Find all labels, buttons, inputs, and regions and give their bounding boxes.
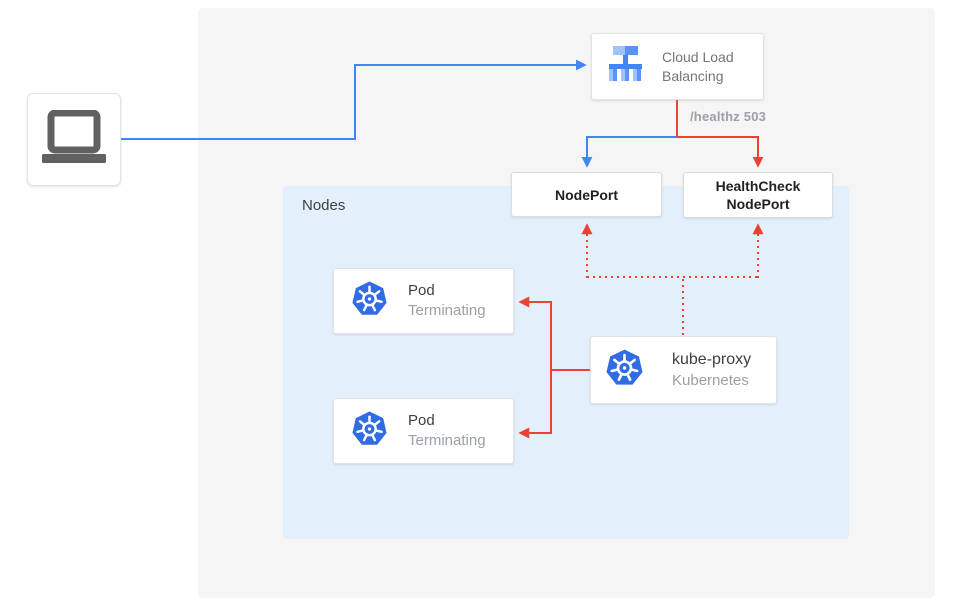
nodeport-box: NodePort (511, 172, 662, 217)
laptop-icon (42, 109, 106, 169)
kube-proxy-subtitle: Kubernetes (672, 372, 749, 389)
pod-title: Pod (408, 412, 435, 429)
pod-title: Pod (408, 282, 435, 299)
pod-text: Pod Terminating (408, 281, 486, 321)
healthcheck-nodeport-box: HealthCheck NodePort (683, 172, 833, 218)
healthcheck-nodeport-label: HealthCheck NodePort (715, 178, 801, 212)
kube-proxy-box: kube-proxy Kubernetes (590, 336, 777, 404)
kubernetes-icon (351, 280, 388, 322)
nodes-panel-label: Nodes (302, 197, 346, 214)
cloud-load-balancing-icon (604, 44, 648, 89)
pod-status: Terminating (408, 302, 486, 319)
cloud-load-balancing-box: Cloud Load Balancing (591, 33, 764, 100)
kube-proxy-text: kube-proxy Kubernetes (672, 349, 751, 391)
kube-proxy-title: kube-proxy (672, 351, 752, 368)
cloud-load-balancing-label: Cloud Load Balancing (662, 48, 734, 84)
pod-text: Pod Terminating (408, 411, 486, 451)
healthz-status-label: /healthz 503 (690, 109, 767, 124)
pod-2-box: Pod Terminating (333, 398, 514, 464)
kubernetes-icon (605, 348, 644, 392)
nodeport-label: NodePort (555, 186, 618, 203)
kubernetes-icon (351, 410, 388, 452)
pod-status: Terminating (408, 432, 486, 449)
client-box (27, 93, 121, 186)
pod-1-box: Pod Terminating (333, 268, 514, 334)
